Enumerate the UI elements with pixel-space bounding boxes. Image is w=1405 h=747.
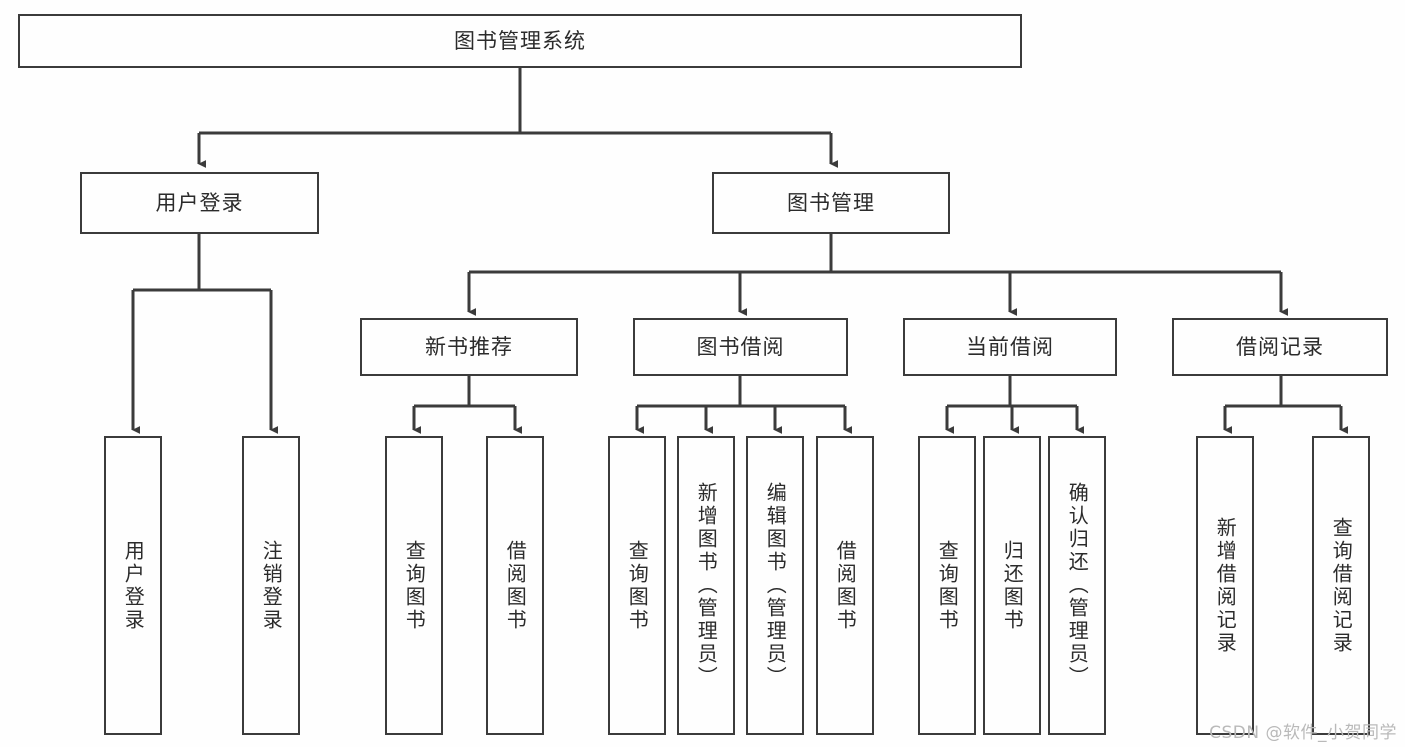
node-label: 当前借阅 (966, 334, 1054, 359)
leaf-label: 查询图书 (402, 539, 427, 632)
node-user-login[interactable]: 用户登录 (80, 172, 319, 234)
leaf-label: 新增借阅记录 (1213, 516, 1238, 655)
leaf-label: 新增图书（管理员） (694, 482, 719, 689)
leaf-user-login[interactable]: 用户登录 (104, 436, 162, 735)
csdn-watermark: CSDN @软件_小贺同学 (1209, 723, 1397, 743)
leaf-add-book-admin[interactable]: 新增图书（管理员） (677, 436, 735, 735)
leaf-query-borrow-record[interactable]: 查询借阅记录 (1312, 436, 1370, 735)
leaf-label: 查询图书 (625, 539, 650, 632)
leaf-label: 借阅图书 (503, 539, 528, 632)
leaf-label: 用户登录 (121, 539, 146, 632)
node-borrow-record[interactable]: 借阅记录 (1172, 318, 1388, 376)
node-label: 图书管理 (787, 190, 875, 215)
leaf-borrow-book-rec[interactable]: 借阅图书 (486, 436, 544, 735)
leaf-label: 确认归还（管理员） (1065, 482, 1090, 689)
node-label: 图书借阅 (696, 334, 785, 359)
node-label: 图书管理系统 (454, 28, 586, 53)
leaf-add-borrow-record[interactable]: 新增借阅记录 (1196, 436, 1254, 735)
leaf-label: 借阅图书 (833, 539, 858, 632)
leaf-borrow-book[interactable]: 借阅图书 (816, 436, 874, 735)
leaf-query-book-current[interactable]: 查询图书 (918, 436, 976, 735)
leaf-edit-book-admin[interactable]: 编辑图书（管理员） (746, 436, 804, 735)
leaf-label: 编辑图书（管理员） (763, 482, 788, 689)
leaf-return-book[interactable]: 归还图书 (983, 436, 1041, 735)
leaf-label: 查询图书 (935, 539, 960, 632)
node-label: 用户登录 (155, 190, 244, 215)
node-new-book-recommend[interactable]: 新书推荐 (360, 318, 578, 376)
node-label: 借阅记录 (1236, 334, 1324, 359)
node-book-management[interactable]: 图书管理 (712, 172, 950, 234)
leaf-label: 归还图书 (1000, 539, 1025, 632)
leaf-label: 查询借阅记录 (1329, 516, 1354, 655)
leaf-label: 注销登录 (259, 539, 284, 632)
leaf-query-book-rec[interactable]: 查询图书 (385, 436, 443, 735)
node-book-borrow[interactable]: 图书借阅 (633, 318, 848, 376)
leaf-logout[interactable]: 注销登录 (242, 436, 300, 735)
leaf-query-book-borrow[interactable]: 查询图书 (608, 436, 666, 735)
node-current-borrow[interactable]: 当前借阅 (903, 318, 1117, 376)
node-book-management-system[interactable]: 图书管理系统 (18, 14, 1022, 68)
node-label: 新书推荐 (425, 334, 513, 359)
leaf-confirm-return-admin[interactable]: 确认归还（管理员） (1048, 436, 1106, 735)
